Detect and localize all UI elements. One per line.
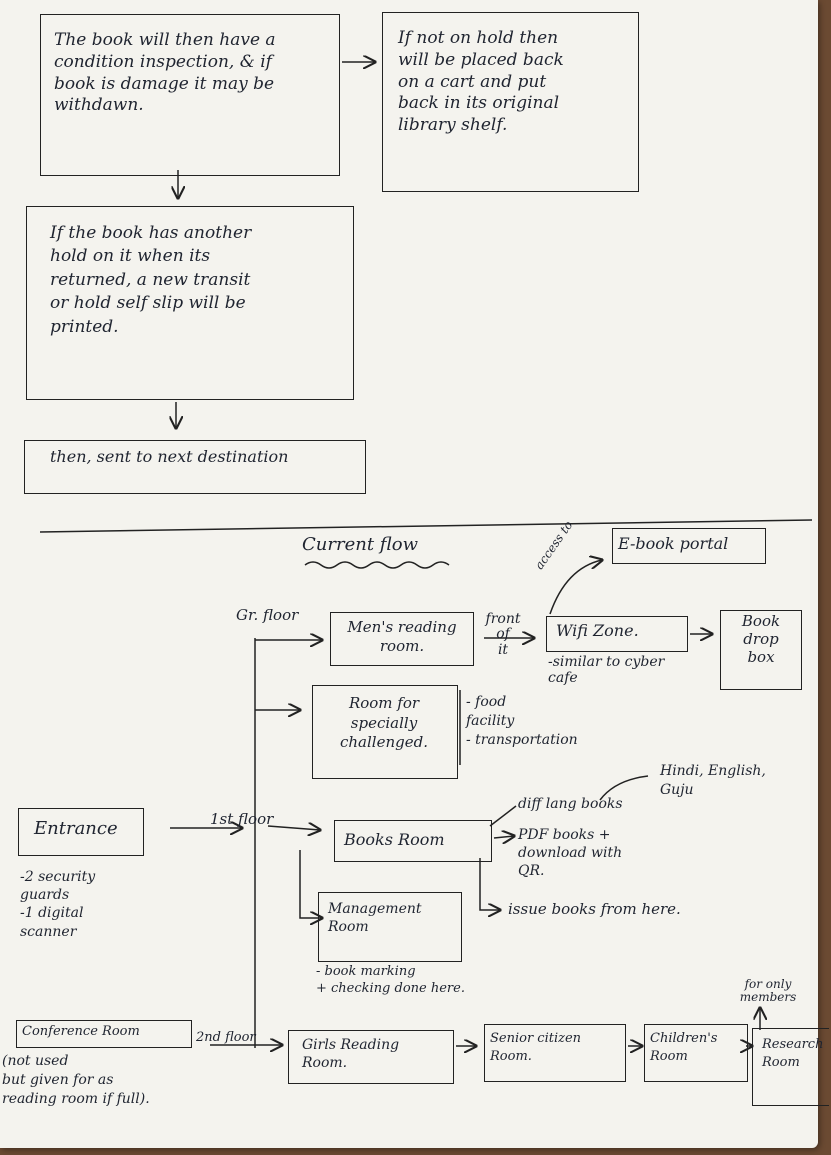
conference-room: Conference Room [22, 1024, 140, 1039]
wifi-zone: Wifi Zone. [556, 621, 639, 640]
books-note-line-1 [489, 805, 517, 827]
current-flow-title: Current flow [302, 534, 419, 555]
book-drop-box-box [720, 610, 802, 690]
inspection-text: The book will then have a condition insp… [54, 30, 276, 116]
childrens-room: Children's Room [650, 1031, 718, 1064]
entrance-notes: -2 security guards -1 digital scanner [20, 869, 96, 940]
arrow-to-management [299, 850, 322, 918]
books-room: Books Room [344, 830, 445, 849]
management-room-box [318, 892, 462, 962]
arrow-wifi-to-ebook [549, 560, 602, 615]
title-underline [304, 561, 450, 569]
entrance-box [18, 808, 144, 856]
front-of-it-label: front of it [485, 611, 521, 658]
arrow-books-pdf [493, 836, 514, 838]
shelf-box [382, 12, 639, 192]
books-note-pdf: PDF books + download with QR. [518, 827, 623, 880]
ebook-portal: E-book portal [618, 534, 729, 553]
shelf-text: If not on hold then will be placed back … [398, 28, 564, 135]
first-floor-label: 1st floor [210, 810, 274, 828]
arrow-books-issue [479, 858, 500, 910]
senior-citizen-room-box [484, 1024, 626, 1082]
management-notes: - book marking + checking done here. [316, 964, 465, 996]
wifi-zone-box [546, 616, 688, 652]
arrow-floor-to-books [267, 826, 320, 830]
girls-reading-room-box [288, 1030, 454, 1084]
research-room: Research Room [762, 1037, 824, 1071]
management-room: Management Room [328, 901, 422, 936]
gr-floor-label: Gr. floor [236, 606, 299, 624]
languages-note: Hindi, English, Guju [660, 763, 766, 798]
special-room-notes: - food facility - transportation [466, 694, 578, 748]
second-floor-label: 2nd floor [196, 1030, 256, 1045]
inspection-box [40, 14, 340, 176]
mens-reading-room-box [330, 612, 474, 666]
section-divider [39, 519, 813, 533]
girls-reading-room: Girls Reading Room. [302, 1037, 400, 1072]
special-room-box [312, 685, 458, 779]
special-room: Room for specially challenged. [340, 694, 428, 751]
childrens-room-box [644, 1024, 748, 1082]
book-drop-box: Book drop box [741, 612, 781, 666]
members-only-note: for only members [739, 977, 797, 1005]
books-note-lang: diff lang books [518, 796, 623, 812]
next-destination-box [24, 440, 366, 494]
conference-room-box [16, 1020, 192, 1048]
hold-text: If the book has another hold on it when … [50, 223, 252, 337]
research-room-box [752, 1028, 829, 1106]
ebook-portal-box [612, 528, 766, 564]
next-destination-text: then, sent to next destination [50, 447, 289, 466]
wifi-note: -similar to cyber cafe [548, 654, 665, 687]
entrance: Entrance [34, 818, 118, 839]
hold-box [26, 206, 354, 400]
books-note-issue: issue books from here. [508, 900, 681, 918]
books-room-box [334, 820, 492, 862]
conference-note: (not used but given for as reading room … [2, 1053, 150, 1107]
mens-reading-room: Men's reading room. [347, 618, 457, 656]
lang-link [599, 775, 649, 801]
senior-citizen-room: Senior citizen Room. [490, 1031, 582, 1064]
